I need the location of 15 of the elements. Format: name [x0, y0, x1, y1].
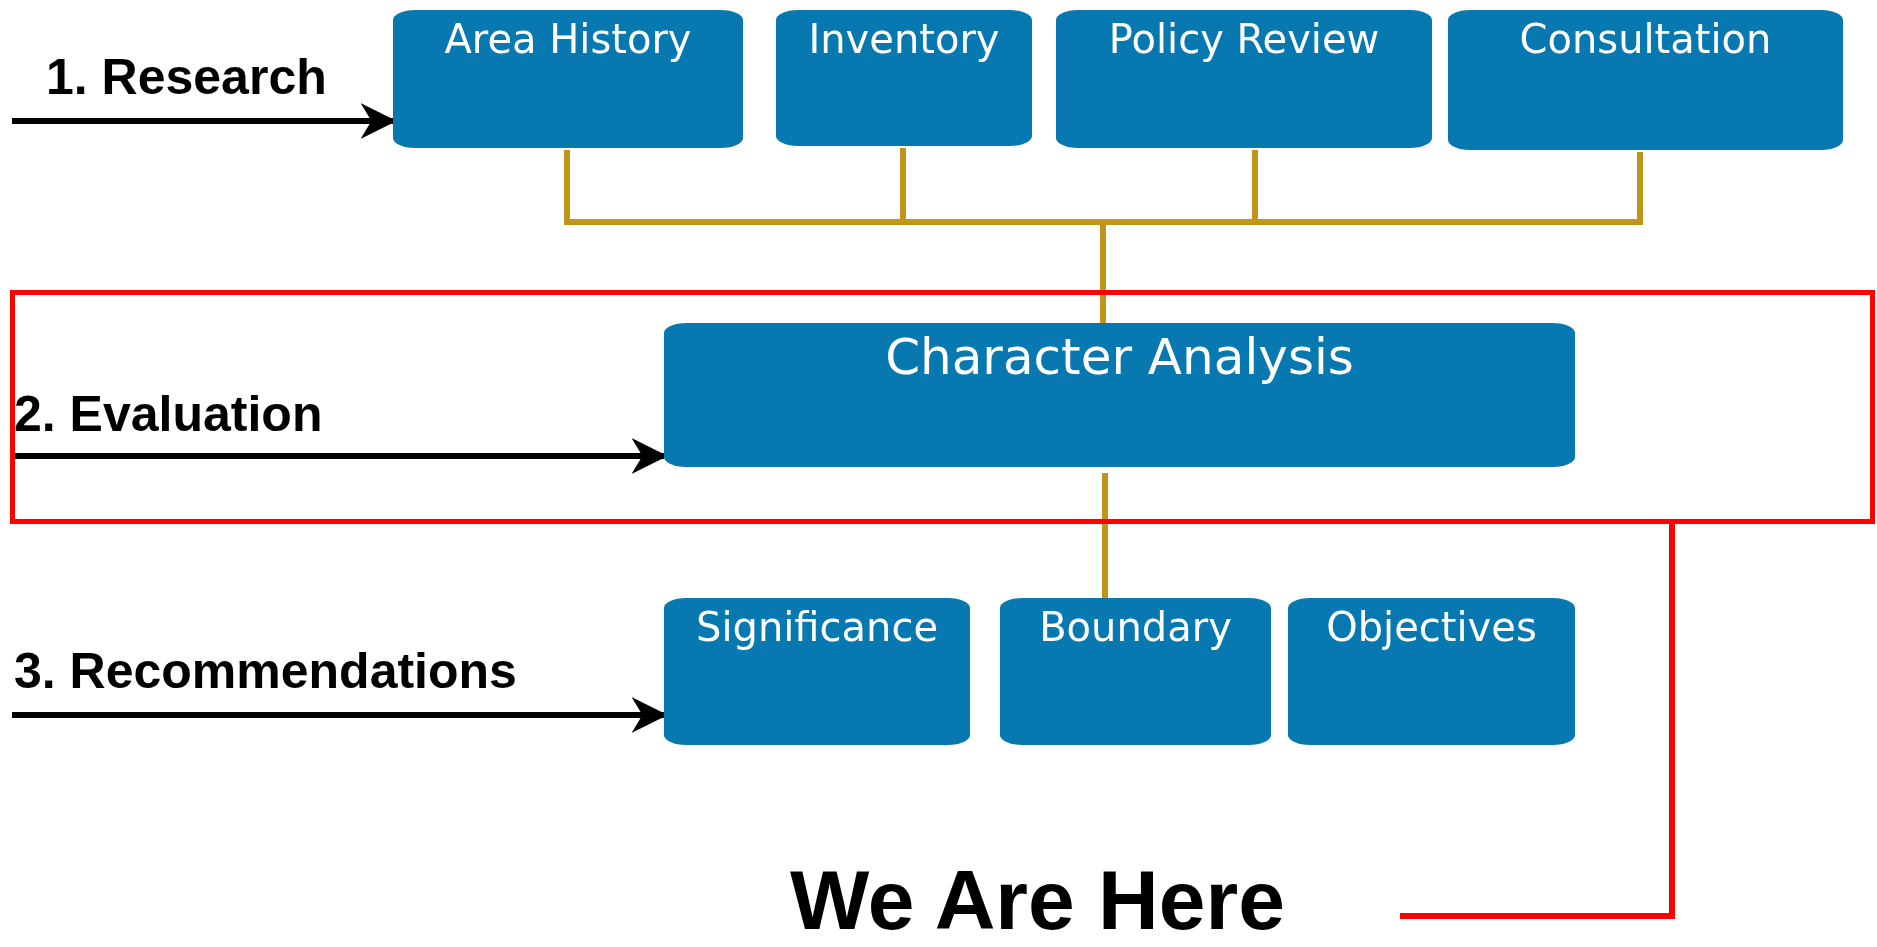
callout-text: We Are Here [790, 858, 1390, 944]
stage-label: 3. Recommendations [14, 646, 517, 696]
process-box: Objectives [1288, 598, 1575, 745]
process-box: Inventory [776, 10, 1032, 146]
stage-label: 1. Research [46, 52, 327, 102]
process-box: Consultation [1448, 10, 1843, 150]
stage-label: 2. Evaluation [14, 389, 323, 439]
process-box: Character Analysis [664, 323, 1575, 467]
process-box: Area History [393, 10, 743, 148]
process-box: Significance [664, 598, 970, 745]
process-box: Boundary [1000, 598, 1271, 745]
connector-line [1102, 473, 1108, 598]
leader-line [1400, 524, 1675, 919]
highlight-frame [10, 290, 1875, 524]
process-box: Policy Review [1056, 10, 1432, 148]
